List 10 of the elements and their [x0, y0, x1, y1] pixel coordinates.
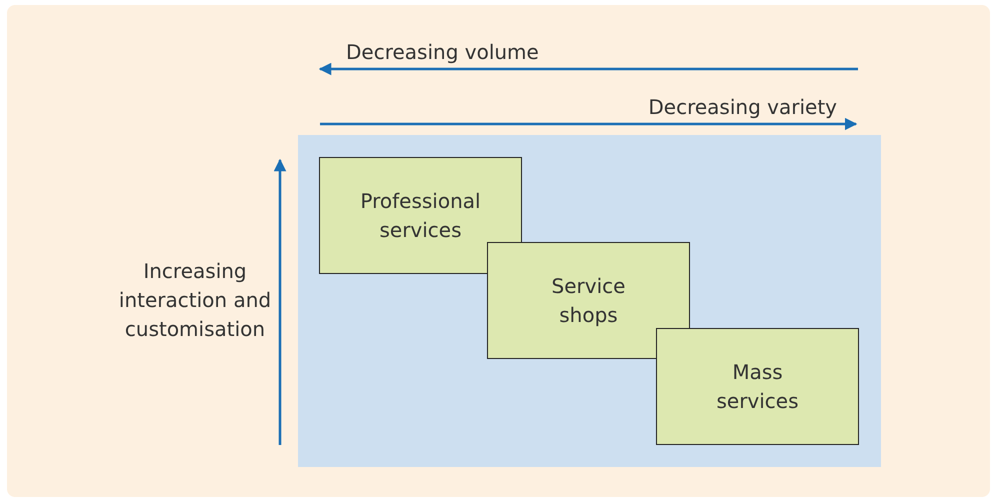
process-box	[319, 157, 522, 274]
box-label: Mass services	[715, 358, 800, 414]
process-box	[487, 242, 690, 359]
axis-label: Decreasing variety	[647, 94, 837, 121]
process-box	[656, 328, 859, 445]
box-label: Service shops	[550, 272, 626, 328]
axis-label: Decreasing volume	[346, 39, 540, 66]
box-label: Professional services	[359, 188, 482, 244]
region-panel	[298, 135, 881, 467]
axis-label: Increasing interaction and customisation	[118, 258, 272, 343]
